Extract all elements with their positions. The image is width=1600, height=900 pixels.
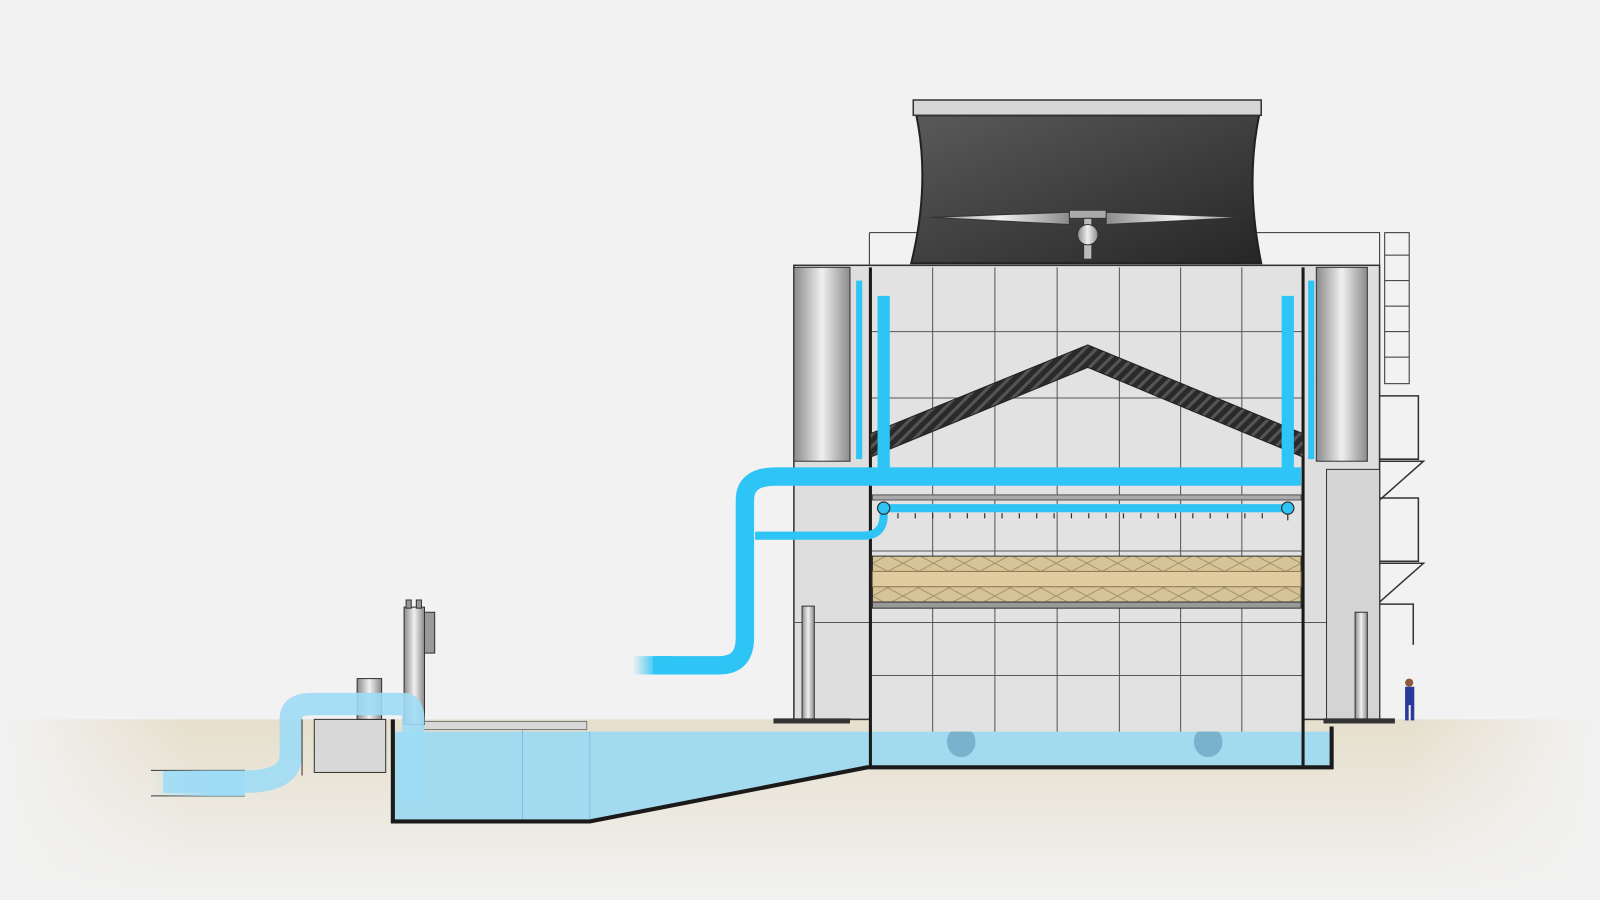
hot-water-piping	[653, 280, 1315, 675]
fan	[930, 209, 1245, 260]
cold-water-basin	[390, 719, 1334, 824]
makeup-inflow	[153, 770, 245, 796]
fan-stack	[909, 99, 1263, 265]
inlet-flow	[632, 656, 674, 675]
sump-outlet	[1193, 726, 1223, 758]
fill-media	[871, 555, 1302, 609]
person-scale-figure	[1405, 678, 1415, 721]
support-column	[1354, 611, 1368, 720]
ladder	[1384, 232, 1410, 385]
support-column	[801, 605, 815, 721]
sump-outlet	[946, 726, 976, 758]
fan-hub	[1077, 223, 1099, 246]
spray-nozzles	[876, 501, 1295, 521]
pump-station	[151, 599, 436, 802]
drift-eliminator	[869, 344, 1304, 458]
stairway	[1379, 395, 1426, 645]
